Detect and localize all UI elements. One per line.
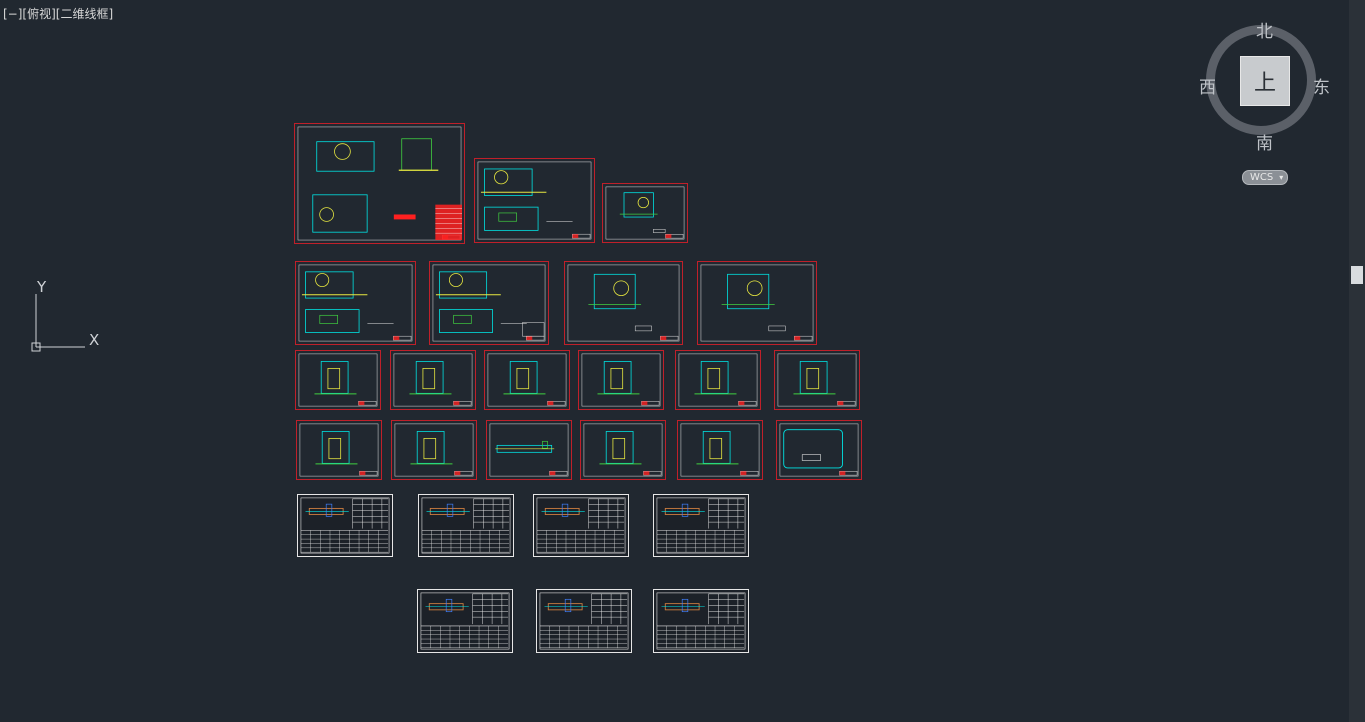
- sheet-drawing-content: [656, 497, 746, 554]
- ucs-axes-icon: [31, 294, 85, 352]
- scrollbar-thumb[interactable]: [1351, 266, 1363, 284]
- sheet-drawing-content: [605, 186, 685, 240]
- drawing-sheet[interactable]: [564, 261, 683, 345]
- sheet-drawing-content: [700, 264, 814, 342]
- drawing-sheet[interactable]: [295, 261, 416, 345]
- wcs-label: WCS: [1250, 172, 1274, 183]
- process-card-sheet[interactable]: [533, 494, 629, 557]
- viewcube-west[interactable]: 西: [1199, 78, 1216, 98]
- sheet-drawing-content: [477, 161, 592, 240]
- drawing-sheet[interactable]: [295, 350, 381, 410]
- viewport-controls-label[interactable]: [−][俯视][二维线框]: [3, 7, 114, 21]
- drawing-sheet[interactable]: [602, 183, 688, 243]
- drawing-sheet[interactable]: [294, 123, 465, 244]
- drawing-sheet[interactable]: [296, 420, 382, 480]
- sheet-drawing-content: [297, 126, 463, 241]
- sheet-drawing-content: [777, 353, 857, 407]
- process-card-sheet[interactable]: [653, 494, 749, 557]
- sheet-drawing-content: [536, 497, 626, 554]
- sheet-drawing-content: [583, 423, 663, 477]
- ucs-icon: Y X: [28, 278, 108, 354]
- viewcube-top-face[interactable]: 上: [1240, 56, 1290, 106]
- sheet-drawing-content: [393, 353, 473, 407]
- drawing-sheet[interactable]: [390, 350, 476, 410]
- drawing-sheet[interactable]: [580, 420, 666, 480]
- sheet-drawing-content: [539, 592, 629, 650]
- wcs-dropdown-button[interactable]: WCS ▾: [1242, 170, 1288, 185]
- viewcube-north[interactable]: 北: [1256, 22, 1273, 42]
- drawing-sheet[interactable]: [774, 350, 860, 410]
- chevron-down-icon: ▾: [1279, 173, 1284, 182]
- process-card-sheet[interactable]: [418, 494, 514, 557]
- process-card-sheet[interactable]: [417, 589, 513, 653]
- sheet-drawing-content: [300, 497, 390, 554]
- sheet-drawing-content: [421, 497, 511, 554]
- drawing-sheet[interactable]: [675, 350, 761, 410]
- sheet-drawing-content: [432, 264, 546, 342]
- sheet-drawing-content: [656, 592, 746, 650]
- drawing-sheet[interactable]: [486, 420, 572, 480]
- sheet-drawing-content: [299, 423, 379, 477]
- viewcube-compass-ring[interactable]: [1206, 25, 1316, 135]
- sheet-drawing-content: [394, 423, 474, 477]
- viewcube-east[interactable]: 东: [1313, 78, 1330, 98]
- process-card-sheet[interactable]: [536, 589, 632, 653]
- sheet-drawing-content: [487, 353, 567, 407]
- sheet-drawing-content: [298, 264, 413, 342]
- drawing-sheet[interactable]: [776, 420, 862, 480]
- sheet-drawing-content: [678, 353, 758, 407]
- viewcube-south[interactable]: 南: [1256, 134, 1273, 154]
- viewcube[interactable]: 北 南 东 西 上 WCS ▾: [1195, 15, 1340, 195]
- vertical-scrollbar[interactable]: [1349, 0, 1365, 722]
- drawing-sheet[interactable]: [484, 350, 570, 410]
- sheet-drawing-content: [489, 423, 569, 477]
- drawing-sheet[interactable]: [391, 420, 477, 480]
- sheet-drawing-content: [680, 423, 760, 477]
- drawing-sheet[interactable]: [697, 261, 817, 345]
- sheet-drawing-content: [581, 353, 661, 407]
- process-card-sheet[interactable]: [653, 589, 749, 653]
- drawing-sheet[interactable]: [474, 158, 595, 243]
- ucs-x-label: X: [89, 331, 100, 349]
- process-card-sheet[interactable]: [297, 494, 393, 557]
- sheet-drawing-content: [567, 264, 680, 342]
- sheet-drawing-content: [779, 423, 859, 477]
- ucs-y-label: Y: [37, 278, 47, 296]
- drawing-sheet[interactable]: [677, 420, 763, 480]
- sheet-drawing-content: [298, 353, 378, 407]
- sheet-drawing-content: [420, 592, 510, 650]
- drawing-sheet[interactable]: [578, 350, 664, 410]
- drawing-sheet[interactable]: [429, 261, 549, 345]
